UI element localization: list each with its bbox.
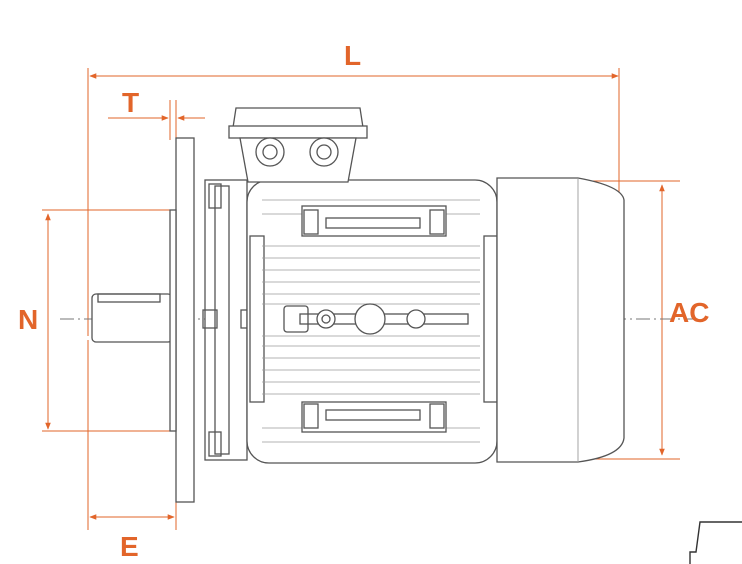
terminal-box <box>228 107 368 183</box>
label-t: T <box>122 87 140 118</box>
center-features <box>283 303 469 335</box>
foot-top <box>301 205 447 237</box>
flange-spigot <box>169 209 177 432</box>
motor-body <box>91 107 625 503</box>
fan-cover <box>496 177 625 463</box>
shaft <box>91 293 173 343</box>
dimension-lines <box>42 68 680 530</box>
label-n: N <box>18 304 39 335</box>
foot-bottom <box>301 401 447 433</box>
label-ac: AC <box>669 297 710 328</box>
partial-drawing-bottom-right <box>689 521 742 564</box>
label-l: L <box>344 40 362 71</box>
flange <box>175 137 195 503</box>
label-e: E <box>120 531 139 562</box>
front-end-shield <box>202 179 256 461</box>
